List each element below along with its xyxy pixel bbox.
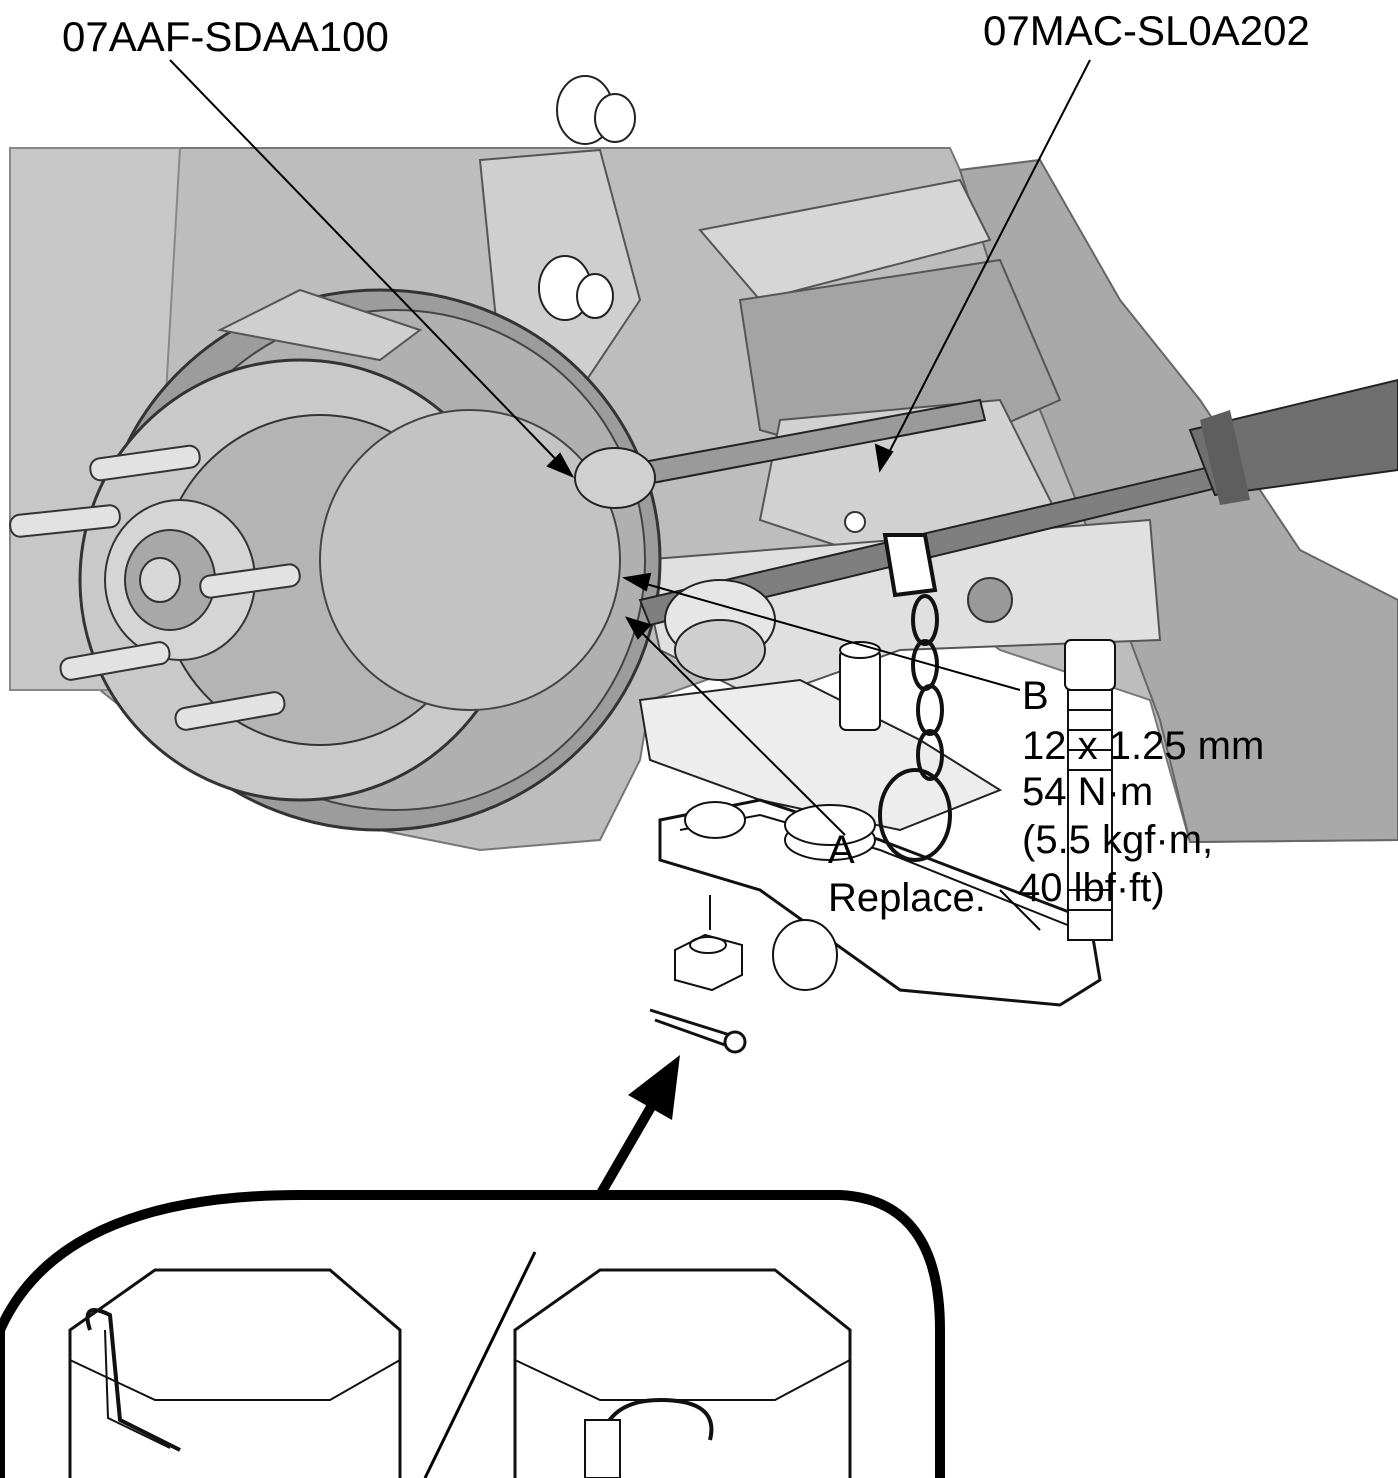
tool-label-right: 07MAC-SL0A202 bbox=[983, 7, 1310, 54]
callout-b-torque-kgf: (5.5 kgf·m, bbox=[1022, 818, 1214, 862]
rubber-plugs bbox=[538, 75, 636, 321]
cotter-pin-detail-view bbox=[0, 1190, 945, 1478]
callout-a-note: Replace. bbox=[828, 876, 986, 920]
cotter-pin-icon bbox=[649, 1008, 747, 1054]
callout-b-torque-lbf: 40 lbf·ft) bbox=[1018, 866, 1165, 910]
callout-b-torque-nm: 54 N·m bbox=[1022, 770, 1154, 814]
castle-nut-icon bbox=[674, 895, 743, 992]
tool-label-left: 07AAF-SDAA100 bbox=[62, 13, 389, 60]
steering-rack-boot-icon bbox=[1188, 378, 1398, 505]
hanging-chain-icon bbox=[878, 533, 952, 862]
tie-rod-icon bbox=[574, 398, 1252, 627]
callout-b-letter: B bbox=[1022, 674, 1049, 718]
callout-b-size: 12 x 1.25 mm bbox=[1022, 724, 1265, 768]
wheel-hub-icon bbox=[9, 358, 621, 802]
detail-arrow bbox=[595, 1055, 680, 1198]
callout-a-letter: A bbox=[828, 828, 855, 872]
ball-joint-remover-tool-icon bbox=[658, 639, 1116, 1007]
lower-arm bbox=[638, 579, 1003, 832]
leader-lines bbox=[169, 59, 1091, 931]
